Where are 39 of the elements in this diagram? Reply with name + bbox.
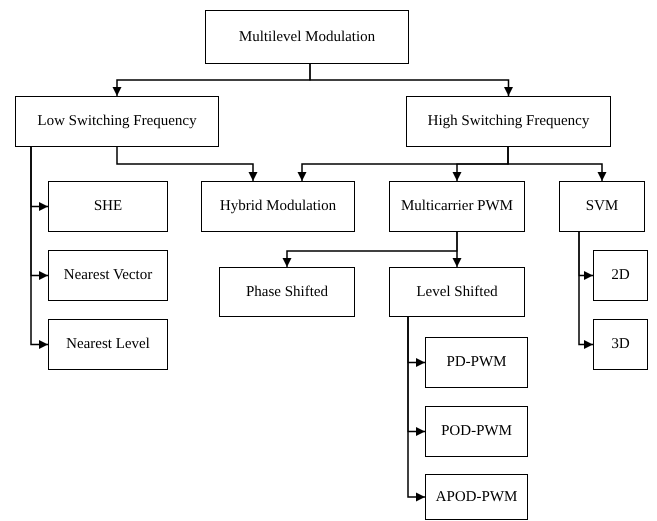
process-box (593, 319, 648, 370)
process-box (559, 181, 645, 232)
process-box (593, 250, 648, 301)
box-label: Low Switching Frequency (37, 112, 197, 131)
arrow (309, 64, 513, 96)
arrow (507, 147, 606, 181)
arrow (407, 317, 425, 502)
arrow (578, 232, 593, 349)
process-box (48, 319, 168, 370)
process-box (389, 267, 525, 317)
arrow (116, 147, 258, 181)
process-box (48, 181, 168, 232)
arrow (452, 232, 462, 267)
box-label: Phase Shifted (246, 282, 328, 302)
box-label: POD-PWM (441, 422, 512, 441)
box-label: SVM (586, 197, 618, 216)
box-label: Multicarrier PWM (400, 197, 514, 216)
process-box (425, 406, 528, 457)
process-box (205, 10, 409, 64)
box-label: Nearest Level (66, 335, 150, 354)
box-label: APOD-PWM (436, 488, 518, 506)
process-box (219, 267, 355, 317)
process-box (15, 96, 219, 147)
process-box (389, 181, 525, 232)
process-box (201, 181, 355, 232)
box-label: High Switching Frequency (428, 112, 590, 131)
box-label: 3D (611, 335, 630, 354)
box-label: Nearest Vector (64, 266, 152, 285)
process-box (425, 474, 528, 520)
box-label: Hybrid Modulation (220, 197, 336, 216)
box-label: PD-PWM (446, 353, 506, 372)
arrow (30, 147, 48, 349)
box-label: Multilevel Modulation (238, 28, 376, 46)
box-label: SHE (94, 197, 122, 216)
process-box (425, 337, 528, 388)
process-box (48, 250, 168, 301)
process-box (406, 96, 611, 147)
box-label: Level Shifted (416, 282, 498, 302)
box-label: 2D (611, 266, 630, 285)
